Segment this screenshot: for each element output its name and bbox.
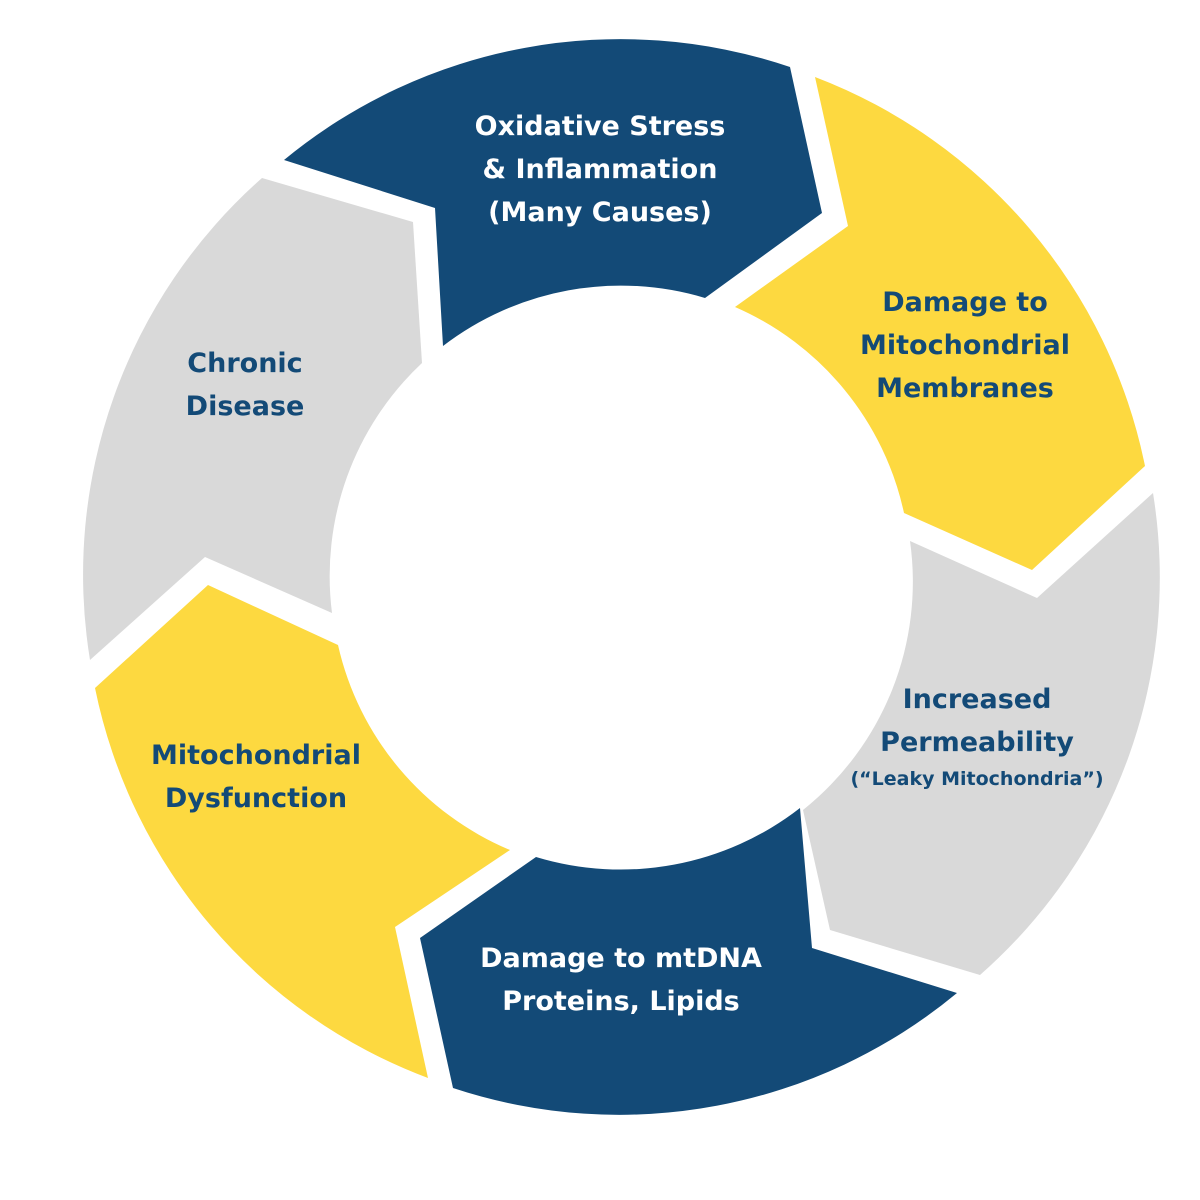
label-damage-mtdna: Damage to mtDNA Proteins, Lipids <box>480 937 762 1023</box>
label-line: Increased <box>902 684 1052 715</box>
label-mitochondrial-dysfunction: Mitochondrial Dysfunction <box>151 734 361 820</box>
label-line: Damage to mtDNA <box>480 943 762 974</box>
label-line: & Inflammation <box>482 154 718 185</box>
segment-oxidative-stress-shape <box>284 39 822 346</box>
label-line: Oxidative Stress <box>474 111 726 142</box>
label-line: Chronic <box>187 348 303 379</box>
label-line: Membranes <box>876 373 1054 404</box>
label-line: Proteins, Lipids <box>502 986 740 1017</box>
segment-damage-mtdna-shape <box>420 808 957 1115</box>
label-line: Mitochondrial <box>860 330 1070 361</box>
label-increased-permeability: Increased Permeability (“Leaky Mitochond… <box>850 678 1103 794</box>
label-line: Mitochondrial <box>151 740 361 771</box>
segment-damage-membranes-shape <box>735 77 1145 570</box>
segment-increased-permeability-shape <box>803 493 1160 975</box>
label-line: (Many Causes) <box>488 197 712 228</box>
label-chronic-disease: Chronic Disease <box>186 342 305 428</box>
label-line: Disease <box>185 391 305 422</box>
segment-dysfunction-shape <box>95 585 510 1078</box>
label-line: Damage to <box>882 287 1048 318</box>
label-damage-membranes: Damage to Mitochondrial Membranes <box>860 281 1070 410</box>
segment-chronic-disease-shape <box>83 178 422 660</box>
label-line: Permeability <box>880 727 1074 758</box>
label-line: Dysfunction <box>164 783 348 814</box>
label-oxidative-stress: Oxidative Stress & Inflammation (Many Ca… <box>475 105 726 234</box>
label-subtitle: (“Leaky Mitochondria”) <box>850 768 1104 790</box>
